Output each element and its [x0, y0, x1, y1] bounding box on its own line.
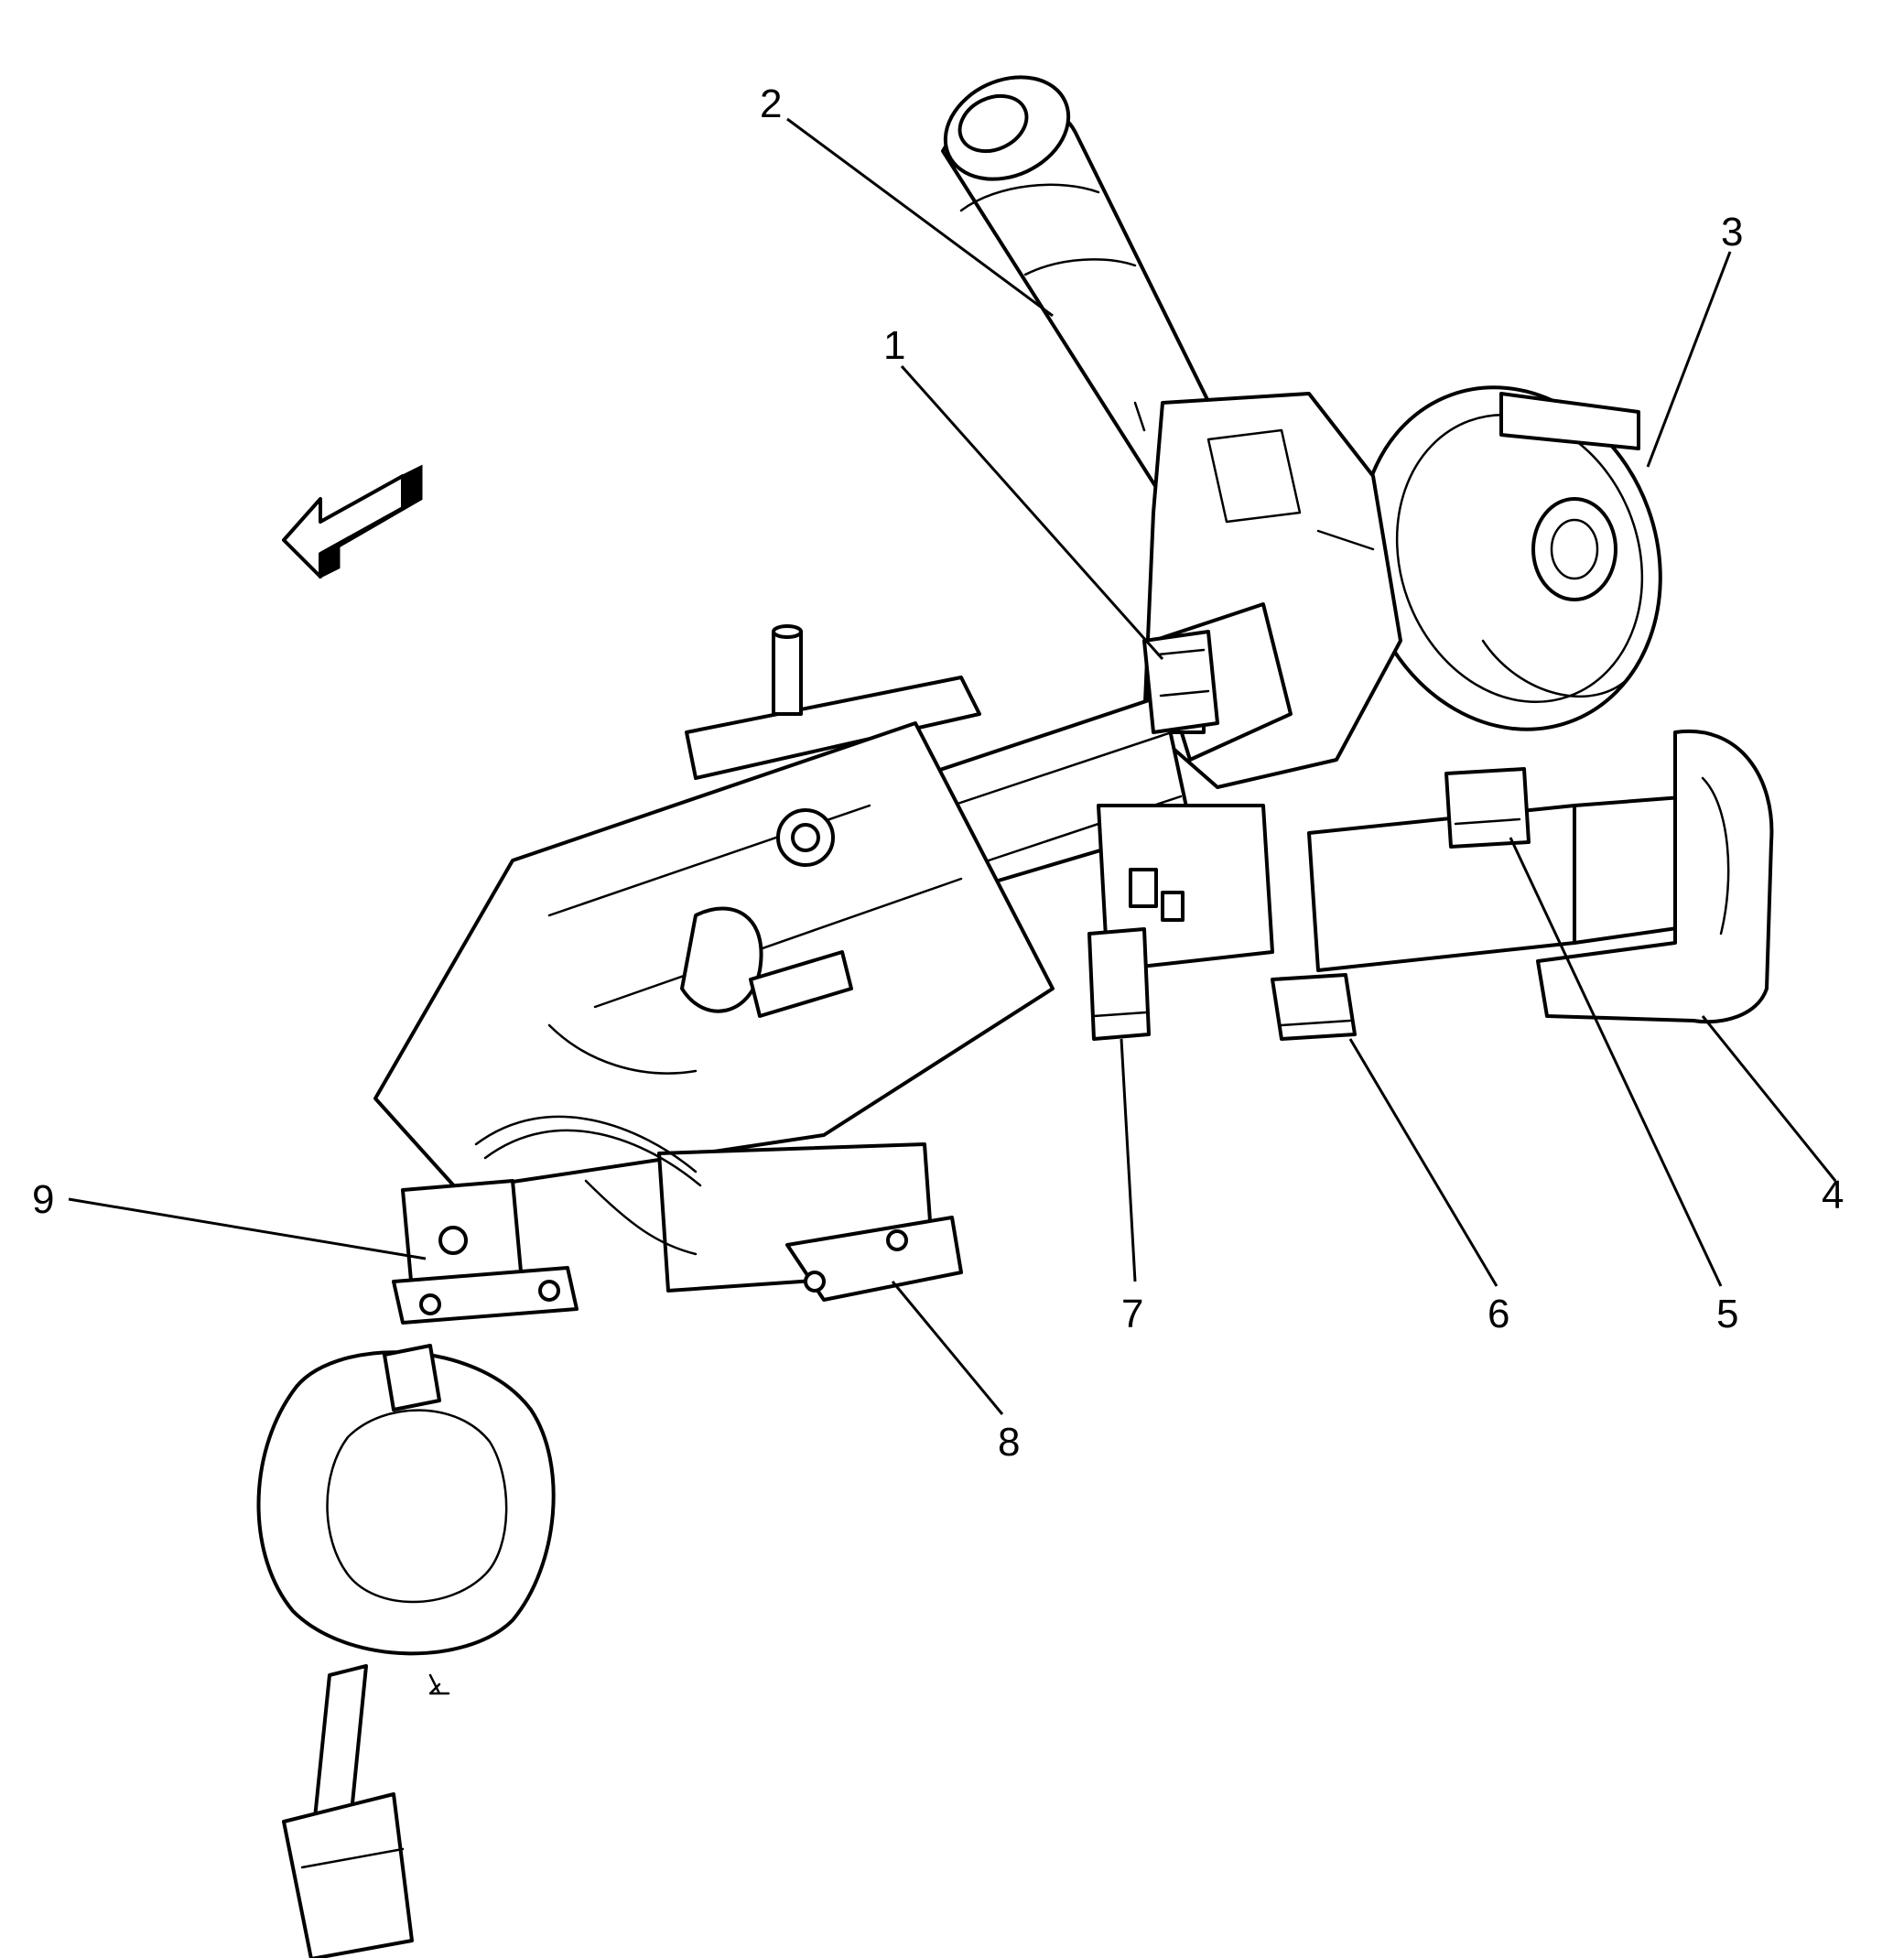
callout-3: 3: [1721, 210, 1743, 254]
connector-5: [1444, 767, 1531, 849]
callout-4: 4: [1822, 1173, 1844, 1217]
connector-1: [1142, 630, 1219, 734]
leader-2: [786, 117, 1054, 318]
leader-6: [1348, 1038, 1498, 1287]
lower-steering-shaft: [282, 1664, 414, 1958]
callout-9: 9: [32, 1177, 54, 1222]
telescope-motor: [392, 1179, 579, 1325]
connector-7: [1087, 927, 1151, 1041]
front-direction-arrow-icon: [282, 464, 423, 579]
ignition-lock-module: [1097, 795, 1704, 972]
connector-6: [1271, 973, 1357, 1041]
intermediate-shaft-area: [547, 906, 853, 1075]
leader-lines: [68, 117, 1837, 1415]
callout-6: 6: [1488, 1292, 1509, 1336]
callout-8: 8: [998, 1420, 1020, 1465]
callout-5: 5: [1716, 1292, 1738, 1336]
callout-7: 7: [1121, 1292, 1143, 1336]
tilt-motor: [657, 1142, 963, 1302]
callout-1: 1: [883, 323, 905, 368]
inflatable-restraint-coil: [1358, 385, 1662, 731]
leader-9: [68, 1197, 427, 1260]
leader-8: [891, 1281, 1004, 1415]
callout-labels: 1 2 3 4 5 6 7 8 9: [32, 81, 1844, 1465]
leader-4: [1701, 1015, 1837, 1182]
callout-2: 2: [760, 81, 782, 126]
column-lower-trim-bracket: [1536, 729, 1774, 1024]
leader-5: [1509, 837, 1723, 1287]
leader-3: [1646, 251, 1732, 468]
wiring-harness: [474, 1115, 702, 1256]
leader-7: [1120, 1038, 1137, 1282]
dash-seal-boot: [256, 1344, 556, 1695]
leader-1: [900, 365, 1164, 660]
